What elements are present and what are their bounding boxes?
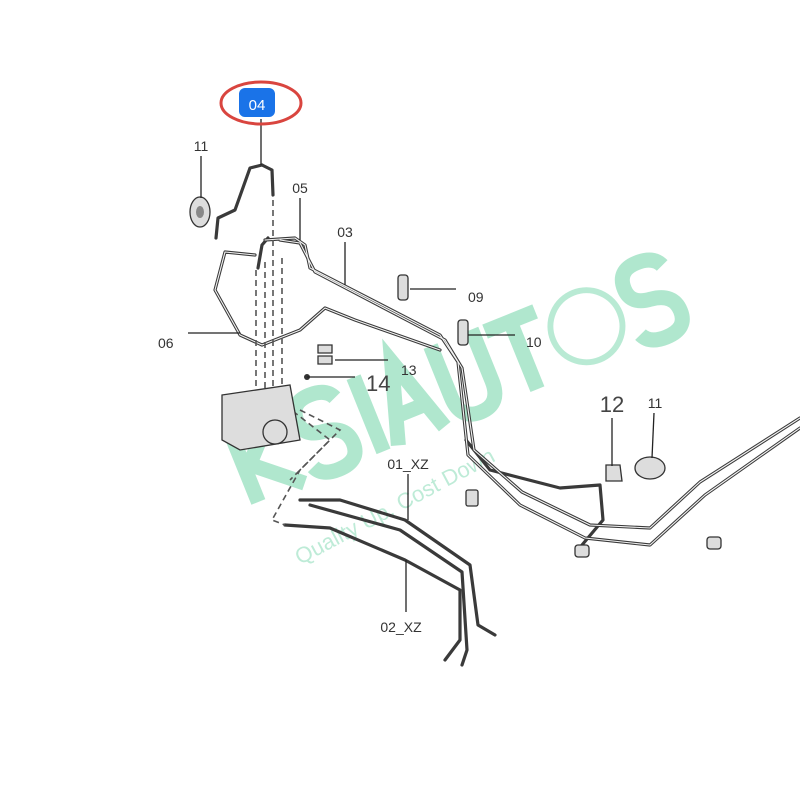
callout-label-06[interactable]: 06	[158, 335, 174, 351]
clip-10	[457, 319, 469, 346]
callout-label-01-xz[interactable]: 01_XZ	[387, 456, 429, 472]
callout-label-11-right[interactable]: 11	[648, 395, 663, 411]
leader-lines	[188, 119, 655, 612]
callout-label-12[interactable]: 12	[600, 392, 624, 417]
brake-pipes	[213, 163, 800, 667]
watermark-logo	[221, 252, 690, 505]
highlight-badge	[239, 88, 275, 117]
callout-label-03[interactable]: 03	[337, 224, 353, 240]
callout-label-05[interactable]: 05	[292, 180, 308, 196]
callout-label-09[interactable]: 09	[468, 289, 484, 305]
callout-label-02-xz[interactable]: 02_XZ	[380, 619, 422, 635]
callout-label-04: 04	[249, 97, 266, 114]
highlight-ring	[219, 80, 303, 126]
callout-label-13[interactable]: 13	[401, 362, 417, 378]
part-labels: 11 05 03 09 10 06 13 14 12 11 01_XZ 02_X…	[158, 138, 662, 635]
callout-04-highlighted[interactable]: 04	[219, 80, 303, 126]
clip-09	[397, 274, 409, 301]
callout-label-10[interactable]: 10	[526, 334, 542, 350]
clip-13	[317, 344, 333, 365]
wheel-logo-icon	[547, 287, 626, 366]
abs-module	[221, 384, 301, 451]
clip-12	[605, 464, 623, 482]
callout-label-14[interactable]: 14	[366, 371, 390, 396]
grommet-11-right	[634, 456, 666, 480]
callout-label-11[interactable]: 11	[194, 138, 209, 154]
